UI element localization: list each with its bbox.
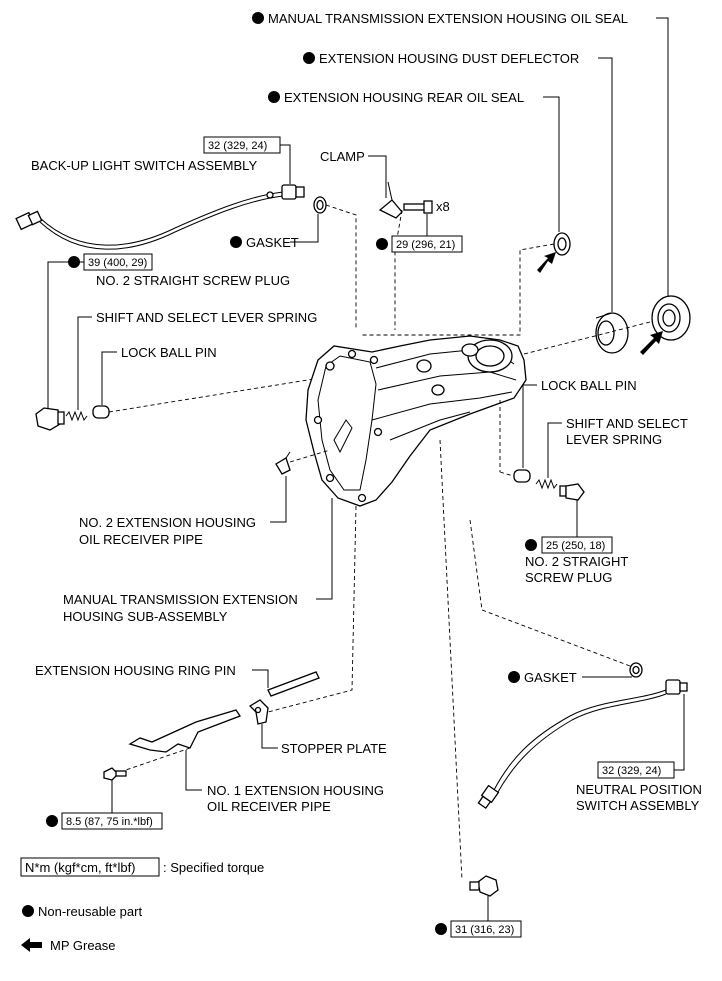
callout-receiver-pipe1: NO. 1 EXTENSION HOUSING OIL RECEIVER PIP…: [185, 750, 384, 814]
gasket-top-part: [313, 196, 357, 330]
stopper-plate-part: [248, 699, 269, 725]
dashed-guide-drain: [439, 439, 463, 881]
non-reusable-dot-icon: [230, 236, 242, 248]
label-receiver-pipe2-1: NO. 2 EXTENSION HOUSING: [79, 515, 256, 530]
grease-arrow-icon: [537, 252, 556, 273]
drain-plug-part: [469, 875, 499, 897]
torque-drain-plug: 31 (316, 23): [455, 924, 514, 936]
backup-light-switch-part: [15, 184, 305, 250]
grease-arrow-icon: [21, 938, 42, 952]
callout-clamp-bolt: 29 (296, 21): [376, 214, 463, 253]
label-screw-plug-right-2: SCREW PLUG: [525, 570, 612, 585]
callout-gasket-bottom: GASKET: [508, 670, 632, 685]
non-reusable-dot-icon: [22, 905, 34, 917]
label-gasket-top: GASKET: [246, 235, 299, 250]
label-receiver-pipe2-2: OIL RECEIVER PIPE: [79, 532, 203, 547]
callout-clamp: CLAMP x8: [320, 149, 450, 330]
torque-box: [450, 920, 522, 938]
callout-gasket-top: GASKET: [230, 214, 319, 250]
left-plug-spring-ball-part: [35, 377, 321, 431]
extension-housing-part: [305, 335, 527, 507]
torque-backup-switch: 32 (329, 24): [208, 140, 267, 152]
label-receiver-pipe1-2: OIL RECEIVER PIPE: [207, 799, 331, 814]
label-receiver-pipe1-1: NO. 1 EXTENSION HOUSING: [207, 783, 384, 798]
callout-lock-ball-right: LOCK BALL PIN: [522, 378, 637, 468]
dust-deflector-part: [595, 312, 629, 354]
torque-screw-plug-right: 25 (250, 18): [546, 540, 605, 552]
callout-manual-oil-seal: MANUAL TRANSMISSION EXTENSION HOUSING OI…: [252, 11, 669, 298]
label-manual-oil-seal: MANUAL TRANSMISSION EXTENSION HOUSING OI…: [268, 11, 628, 26]
non-reusable-dot-icon: [508, 671, 520, 683]
callout-screw-plug-right: 25 (250, 18) NO. 2 STRAIGHT SCREW PLUG: [525, 500, 628, 585]
callout-stopper-plate: STOPPER PLATE: [261, 724, 387, 756]
torque-box: [597, 761, 675, 779]
non-reusable-dot-icon: [435, 923, 447, 935]
label-clamp: CLAMP: [320, 149, 365, 164]
label-screw-plug-left: NO. 2 STRAIGHT SCREW PLUG: [96, 273, 290, 288]
callout-receiver-pipe2: NO. 2 EXTENSION HOUSING OIL RECEIVER PIP…: [79, 476, 287, 547]
label-housing-1: MANUAL TRANSMISSION EXTENSION: [63, 592, 298, 607]
callout-backup-switch: 32 (329, 24) BACK-UP LIGHT SWITCH ASSEMB…: [31, 136, 291, 184]
legend-grease: MP Grease: [50, 938, 116, 953]
legend-torque-box: [20, 857, 160, 877]
torque-box: [61, 812, 163, 830]
non-reusable-dot-icon: [525, 539, 537, 551]
label-spring-right-2: LEVER SPRING: [566, 432, 662, 447]
callout-spring-right: SHIFT AND SELECT LEVER SPRING: [547, 416, 688, 478]
torque-screw-plug-left: 39 (400, 29): [88, 257, 147, 269]
label-x8: x8: [436, 199, 450, 214]
callout-drain-plug: 31 (316, 23): [435, 896, 522, 938]
callout-receiver-bolt: 8.5 (87, 75 in.*lbf): [46, 780, 163, 830]
neutral-switch-part: [477, 679, 688, 810]
legend-torque-desc: : Specified torque: [163, 860, 264, 875]
torque-neutral-switch: 32 (329, 24): [602, 765, 661, 777]
right-plug-spring-ball-part: [513, 469, 585, 501]
grease-arrow-icon: [640, 331, 663, 355]
label-lock-ball-left: LOCK BALL PIN: [121, 345, 217, 360]
dashed-guide-gasket-bottom: [469, 519, 631, 667]
callout-housing: MANUAL TRANSMISSION EXTENSION HOUSING SU…: [63, 498, 333, 624]
callout-ring-pin: EXTENSION HOUSING RING PIN: [35, 663, 320, 697]
non-reusable-dot-icon: [376, 238, 388, 250]
torque-box: [541, 536, 613, 554]
label-spring-left: SHIFT AND SELECT LEVER SPRING: [96, 310, 317, 325]
legend: N*m (kgf*cm, ft*lbf) : Specified torque …: [20, 857, 264, 953]
callout-lock-ball-left: LOCK BALL PIN: [101, 345, 217, 405]
label-rear-oil-seal: EXTENSION HOUSING REAR OIL SEAL: [284, 90, 524, 105]
label-lock-ball-right: LOCK BALL PIN: [541, 378, 637, 393]
non-reusable-dot-icon: [268, 91, 280, 103]
callout-rear-oil-seal: EXTENSION HOUSING REAR OIL SEAL: [268, 90, 560, 232]
non-reusable-dot-icon: [252, 12, 264, 24]
receiver-bolt-part: [103, 767, 127, 781]
label-neutral-switch-2: SWITCH ASSEMBLY: [576, 798, 700, 813]
gasket-bottom-part: [629, 662, 643, 678]
callout-dust-deflector: EXTENSION HOUSING DUST DEFLECTOR: [303, 51, 613, 312]
non-reusable-dot-icon: [46, 815, 58, 827]
callout-neutral-switch: 32 (329, 24) NEUTRAL POSITION SWITCH ASS…: [576, 694, 702, 813]
non-reusable-dot-icon: [303, 52, 315, 64]
legend-non-reusable: Non-reusable part: [38, 904, 142, 919]
label-ring-pin: EXTENSION HOUSING RING PIN: [35, 663, 236, 678]
receiver-pipe2-part: [275, 449, 331, 475]
label-housing-2: HOUSING SUB-ASSEMBLY: [63, 609, 228, 624]
torque-clamp-bolt: 29 (296, 21): [396, 239, 455, 251]
label-gasket-bottom: GASKET: [524, 670, 577, 685]
callout-screw-plug-left: 39 (400, 29) NO. 2 STRAIGHT SCREW PLUG: [47, 253, 290, 410]
label-spring-right-1: SHIFT AND SELECT: [566, 416, 688, 431]
label-screw-plug-right-1: NO. 2 STRAIGHT: [525, 554, 628, 569]
label-dust-deflector: EXTENSION HOUSING DUST DEFLECTOR: [319, 51, 579, 66]
label-stopper-plate: STOPPER PLATE: [281, 741, 387, 756]
torque-receiver-bolt: 8.5 (87, 75 in.*lbf): [66, 816, 153, 828]
label-neutral-switch-1: NEUTRAL POSITION: [576, 782, 702, 797]
rear-oil-seal-part: [360, 232, 571, 336]
manual-oil-seal-part: [519, 295, 691, 356]
label-backup-switch: BACK-UP LIGHT SWITCH ASSEMBLY: [31, 158, 257, 173]
dashed-guide-lower-left: [267, 505, 357, 713]
callout-spring-left: SHIFT AND SELECT LEVER SPRING: [77, 310, 317, 410]
legend-torque-units: N*m (kgf*cm, ft*lbf): [25, 860, 136, 875]
receiver-pipe1-part: [119, 709, 241, 773]
